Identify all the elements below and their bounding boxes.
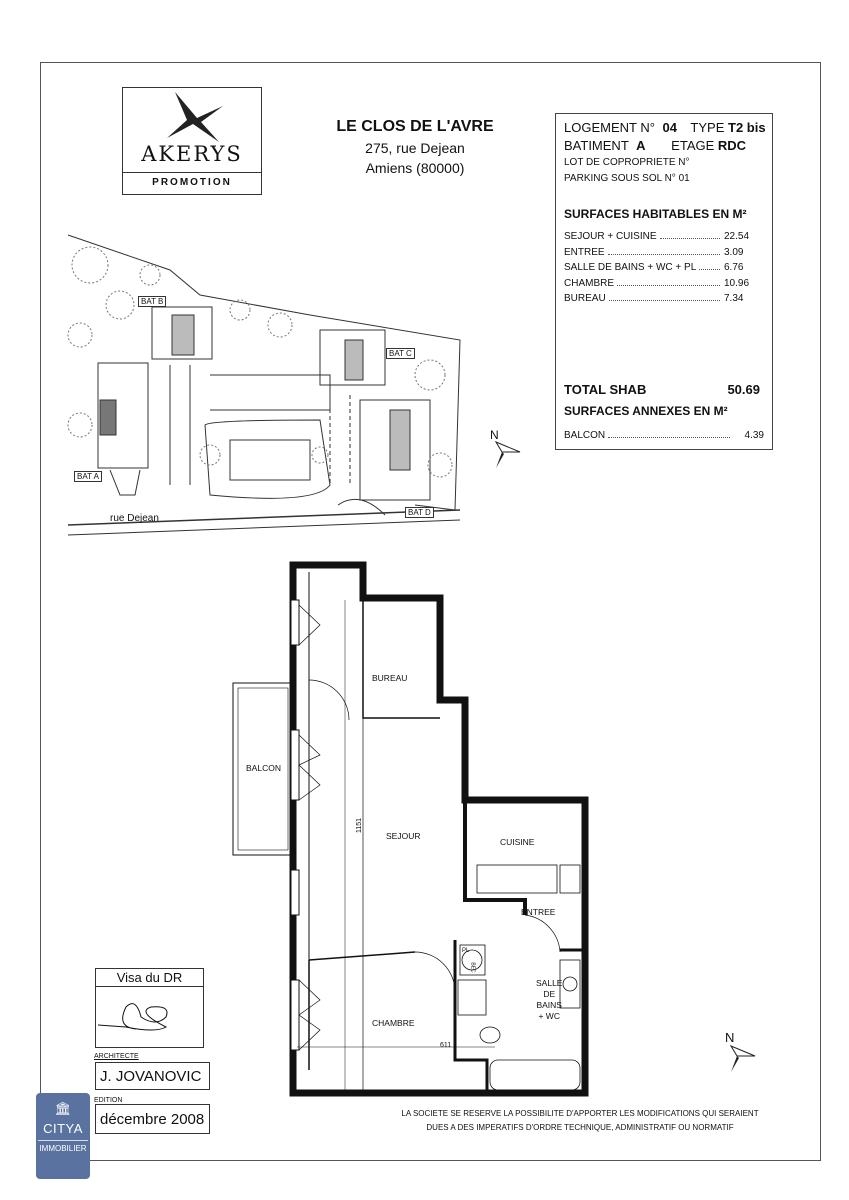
- label-bat-c: BAT C: [386, 348, 415, 359]
- parking: PARKING SOUS SOL N° 01: [564, 173, 690, 184]
- site-north-label: N: [490, 428, 499, 442]
- label-bat-b: BAT B: [138, 296, 167, 307]
- street-label: rue Dejean: [110, 513, 159, 524]
- floor-plan: [232, 561, 589, 1097]
- visa-label: Visa du DR: [96, 969, 203, 987]
- disclaimer: LA SOCIETE SE RESERVE LA POSSIBILITE D'A…: [401, 1109, 759, 1132]
- logement-label: LOGEMENT N°: [564, 120, 655, 135]
- room-bureau: BUREAU: [372, 673, 408, 683]
- akerys-logo: AKERYS PROMOTION: [122, 87, 262, 195]
- project-city: Amiens (80000): [365, 160, 465, 176]
- room-balcon: BALCON: [246, 763, 281, 773]
- project-name: LE CLOS DE L'AVRE: [336, 118, 494, 135]
- column-icon: 🏛: [54, 1101, 72, 1116]
- label-bat-a: BAT A: [74, 471, 102, 482]
- logo-mark-icon: [167, 92, 223, 142]
- etage-value: RDC: [717, 138, 747, 153]
- architect-name: J. JOVANOVIC: [95, 1062, 210, 1090]
- water-heater-label: BEC: [469, 962, 476, 973]
- north-arrow-icon: [494, 440, 521, 468]
- unit-info-box: LOGEMENT N° 04 TYPE T2 bis BATIMENT A ET…: [555, 113, 773, 450]
- batiment-label: BATIMENT: [564, 138, 629, 153]
- architect-label: ARCHITECTE: [94, 1053, 139, 1060]
- north-arrow-icon: [729, 1044, 756, 1072]
- surfaces-heading: SURFACES HABITABLES EN M²: [564, 207, 747, 221]
- lot-copropriete: LOT DE COPROPRIETE N°: [564, 157, 690, 168]
- room-sejour: SEJOUR: [386, 831, 421, 841]
- total-value: 50.69: [727, 382, 760, 397]
- edition-date: décembre 2008: [95, 1104, 210, 1134]
- logo-brand: AKERYS: [141, 142, 243, 166]
- plan-north-label: N: [725, 1030, 735, 1045]
- type-value: T2 bis: [728, 120, 766, 135]
- logo-tagline: PROMOTION: [123, 172, 261, 188]
- type-label: TYPE: [690, 120, 725, 135]
- annex-heading: SURFACES ANNEXES EN M²: [564, 404, 728, 418]
- site-plan: [67, 234, 461, 536]
- room-chambre: CHAMBRE: [372, 1018, 415, 1028]
- edition-label: EDITION: [94, 1097, 123, 1104]
- dimension-height: 1151: [356, 817, 364, 834]
- batiment-value: A: [636, 138, 646, 153]
- visa-box: Visa du DR: [95, 968, 204, 1048]
- project-address: 275, rue Dejean: [365, 140, 465, 156]
- signature: [97, 1003, 168, 1031]
- page-frame: [40, 62, 821, 1161]
- total-label: TOTAL SHAB: [564, 382, 647, 397]
- etage-label: ETAGE: [671, 138, 715, 153]
- project-header: LE CLOS DE L'AVRE 275, rue Dejean Amiens…: [300, 118, 530, 176]
- citya-watermark: 🏛 CITYA IMMOBILIER: [36, 1093, 90, 1179]
- dimension-width: 611: [440, 1042, 452, 1049]
- room-cuisine: CUISINE: [500, 837, 535, 847]
- label-bat-d: BAT D: [405, 507, 434, 518]
- room-entree: ENTREE: [521, 907, 556, 917]
- logement-value: 04: [662, 120, 678, 135]
- room-placard: PL: [462, 948, 470, 954]
